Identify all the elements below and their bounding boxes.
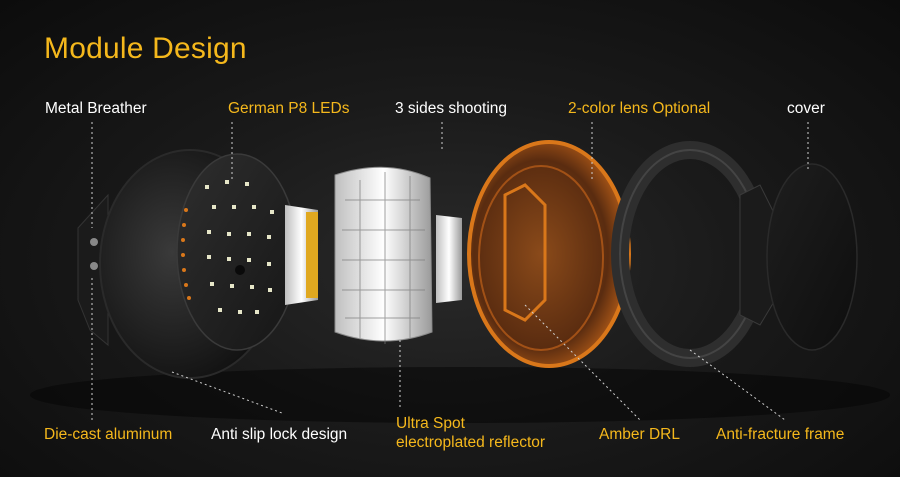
label-german-p8-leds: German P8 LEDs <box>228 100 350 117</box>
label-amber-drl: Amber DRL <box>599 426 680 443</box>
side-reflector-left <box>285 205 318 305</box>
anti-fracture-frame <box>611 141 776 367</box>
label-metal-breather: Metal Breather <box>45 100 147 117</box>
side-reflector-right <box>436 215 462 303</box>
ultra-spot-reflector <box>334 166 433 344</box>
floor-shadow <box>30 367 890 423</box>
label-anti-slip-lock: Anti slip lock design <box>211 426 348 443</box>
label-ultra-spot-reflector: Ultra Spot electroplated reflector <box>396 414 545 452</box>
label-reflector-line2: electroplated reflector <box>396 434 546 451</box>
label-3-sides-shooting: 3 sides shooting <box>395 100 508 117</box>
amber-lens <box>467 140 631 368</box>
cover-plate <box>766 163 858 351</box>
label-cover: cover <box>787 100 825 117</box>
label-anti-fracture-frame: Anti-fracture frame <box>716 426 845 443</box>
page-title: Module Design <box>44 32 247 65</box>
label-2-color-lens: 2-color lens Optional <box>568 100 711 117</box>
led-board <box>176 153 298 351</box>
housing-bracket <box>77 193 109 347</box>
label-die-cast-aluminum: Die-cast aluminum <box>44 426 173 443</box>
leader-lines <box>91 122 809 421</box>
label-reflector-line1: Ultra Spot <box>396 415 465 432</box>
